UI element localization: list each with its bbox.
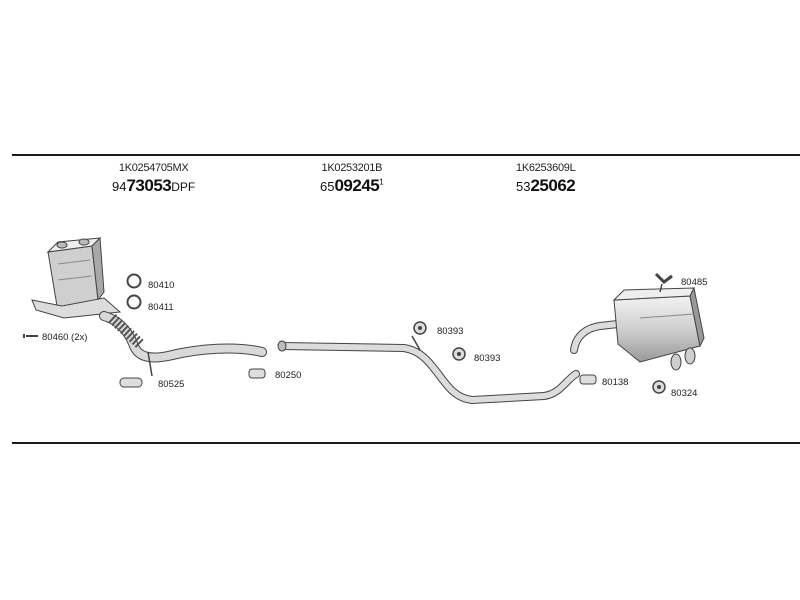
label-80324: 80324 (671, 388, 697, 399)
oem-number: 1K6253609L (516, 162, 576, 174)
label-80393b: 80393 (474, 353, 500, 364)
top-divider (12, 154, 800, 156)
label-80485: 80485 (681, 277, 707, 288)
label-80393a: 80393 (437, 326, 463, 337)
hanger-80485 (654, 272, 673, 284)
ring-gasket-80410 (126, 273, 142, 289)
part-header-1: 1K0254705MX 9473053DPF (112, 162, 195, 196)
clamp-80138 (579, 374, 597, 385)
part-number: 9473053DPF (112, 176, 196, 195)
middle-pipe (277, 335, 580, 405)
clamp-80393a (413, 321, 427, 335)
label-80460: 80460 (2x) (42, 332, 87, 343)
clamp-80250 (248, 368, 266, 379)
clamp-80393b (452, 347, 466, 361)
label-80410: 80410 (148, 280, 174, 291)
front-flex-pipe (99, 311, 267, 377)
rear-silencer (570, 283, 705, 371)
label-80411: 80411 (148, 302, 174, 313)
dpf-filter (31, 236, 122, 319)
label-80525: 80525 (158, 379, 184, 390)
label-80138: 80138 (602, 377, 628, 388)
part-number: 5325062 (516, 176, 576, 195)
ring-gasket-80411 (126, 294, 142, 310)
part-number: 65092451 (320, 176, 384, 195)
oem-number: 1K0253201B (321, 162, 383, 174)
bolt-80460 (23, 334, 38, 338)
oem-number: 1K0254705MX (118, 162, 189, 174)
label-80250: 80250 (275, 370, 301, 381)
part-header-2: 1K0253201B 65092451 (320, 162, 384, 196)
part-header-3: 1K6253609L 5325062 (516, 162, 576, 196)
gasket-80525 (119, 377, 143, 388)
rubber-mount-80324 (652, 380, 666, 394)
bottom-divider (12, 442, 800, 444)
